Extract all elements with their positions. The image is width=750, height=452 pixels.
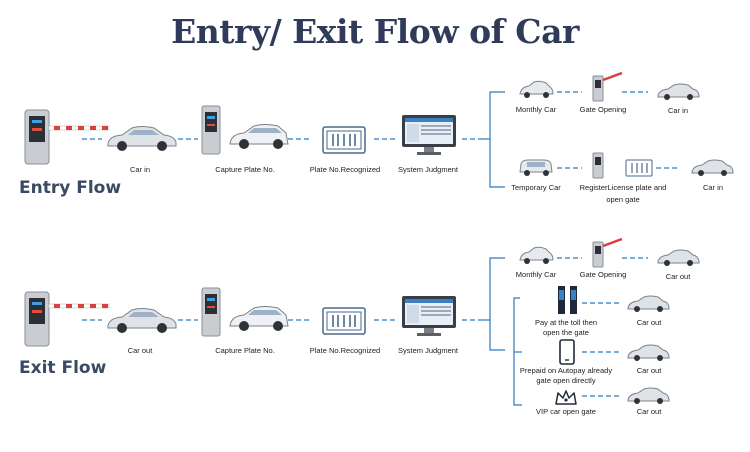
toll-gate-icon xyxy=(558,286,577,314)
exit-toll-label-line1: Pay at the toll then xyxy=(534,318,598,327)
monitor-icon xyxy=(402,296,456,336)
diagram-title: Entry/ Exit Flow of Car xyxy=(171,12,579,51)
monthly-car-icon xyxy=(519,80,554,98)
car-icon xyxy=(107,126,177,151)
entry-recognized-label: Plate No.Recognized xyxy=(309,165,381,174)
gate-opening-icon xyxy=(592,72,623,102)
car-icon xyxy=(107,308,177,333)
exit-recognized-label: Plate No.Recognized xyxy=(309,346,381,355)
exit-judgment-label: System Judgment xyxy=(397,346,459,355)
entry-gate-opening-label: Gate Opening xyxy=(579,105,627,114)
entry-register-label-line1: RegisterLicense plate and xyxy=(579,183,667,192)
exit-vip-label: VIP car open gate xyxy=(536,407,596,416)
car-out-icon xyxy=(627,295,670,312)
entry-monthly-result-label: Car in xyxy=(667,106,688,115)
entry-monthly-car-label: Monthly Car xyxy=(515,105,557,114)
monthly-car-icon xyxy=(519,246,554,264)
exit-toll-label-line2: open the gate xyxy=(543,328,589,337)
capture-camera-icon xyxy=(201,105,289,155)
temporary-car-icon xyxy=(519,159,553,176)
car-out-icon xyxy=(657,249,700,266)
entry-register-label-line2: open gate xyxy=(606,195,640,204)
exit-car-out-label: Car out xyxy=(127,346,153,355)
exit-monthly-result-label: Car out xyxy=(665,272,691,281)
entry-temporary-car-label: Temporary Car xyxy=(511,183,561,192)
gate-opening-icon xyxy=(592,238,623,268)
car-out-icon xyxy=(627,344,670,361)
entry-temporary-result-label: Car in xyxy=(702,183,723,192)
exit-autopay-label-line1: Prepaid on Autopay already xyxy=(519,366,613,375)
exit-autopay-label-line2: gate open directly xyxy=(536,376,596,385)
exit-autopay-result-label: Car out xyxy=(636,366,662,375)
exit-gate-opening-label: Gate Opening xyxy=(579,270,627,279)
crown-icon xyxy=(555,390,577,405)
license-plate-icon xyxy=(322,126,366,154)
entry-flow-label: Entry Flow xyxy=(19,178,122,198)
exit-monthly-car-label: Monthly Car xyxy=(515,270,557,279)
car-in-icon xyxy=(691,159,734,176)
entry-car-in-label: Car in xyxy=(129,165,150,174)
monitor-icon xyxy=(402,115,456,155)
capture-camera-icon xyxy=(201,287,289,337)
car-out-icon xyxy=(627,387,670,404)
license-plate-icon xyxy=(322,307,366,335)
barrier-gate-icon xyxy=(24,291,110,347)
register-gate-icon xyxy=(592,152,653,179)
car-in-icon xyxy=(657,83,700,100)
barrier-gate-icon xyxy=(24,109,110,165)
exit-capture-label: Capture Plate No. xyxy=(215,346,275,355)
exit-vip-result-label: Car out xyxy=(636,407,662,416)
entry-capture-label: Capture Plate No. xyxy=(215,165,275,174)
exit-flow-label: Exit Flow xyxy=(19,358,107,378)
phone-icon xyxy=(559,339,575,365)
entry-judgment-label: System Judgment xyxy=(397,165,459,174)
exit-toll-result-label: Car out xyxy=(636,318,662,327)
